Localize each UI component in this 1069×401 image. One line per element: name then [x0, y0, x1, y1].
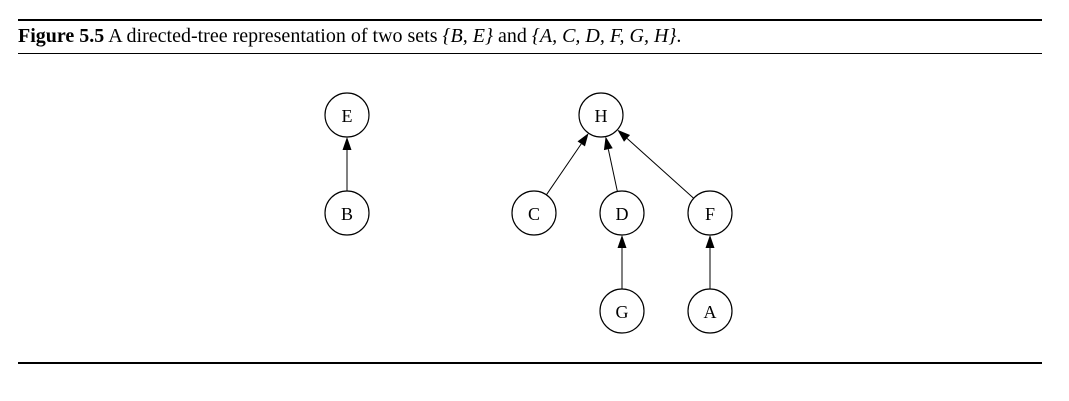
- node-label: H: [595, 106, 608, 126]
- arrowhead: [705, 235, 715, 248]
- node-a: A: [687, 288, 733, 334]
- caption-set-1: {B, E}: [442, 25, 493, 47]
- nodes-layer: E B H C D F G A: [324, 92, 733, 334]
- caption-set-2: {A, C, D, F, G, H}: [531, 25, 677, 47]
- node-d: D: [599, 190, 645, 236]
- node-label: E: [342, 106, 353, 126]
- node-circle: [324, 190, 370, 236]
- node-label: A: [704, 302, 717, 322]
- node-circle: [687, 190, 733, 236]
- figure-label: Figure 5.5: [18, 25, 105, 47]
- edge-line: [546, 143, 582, 196]
- caption-conjunction: and: [497, 25, 527, 47]
- node-circle: [599, 190, 645, 236]
- edge-b-to-e: [342, 137, 352, 191]
- node-label: B: [341, 204, 353, 224]
- node-circle: [578, 92, 624, 138]
- node-label: C: [528, 204, 540, 224]
- node-b: B: [324, 190, 370, 236]
- arrowhead: [577, 133, 589, 147]
- node-h: H: [578, 92, 624, 138]
- edge-line: [626, 138, 694, 199]
- edge-c-to-h: [546, 133, 589, 196]
- arrowhead: [617, 235, 627, 248]
- node-c: C: [511, 190, 557, 236]
- caption-end: .: [676, 25, 682, 47]
- edge-a-to-f: [705, 235, 715, 289]
- top-rule: [18, 19, 1042, 21]
- node-circle: [687, 288, 733, 334]
- node-e: E: [324, 92, 370, 138]
- arrowhead: [342, 137, 352, 150]
- edge-f-to-h: [617, 129, 694, 199]
- edges-layer: [342, 129, 715, 289]
- node-label: D: [616, 204, 629, 224]
- arrowhead: [617, 129, 631, 142]
- edge-g-to-d: [617, 235, 627, 289]
- node-circle: [511, 190, 557, 236]
- node-label: F: [705, 204, 715, 224]
- edge-d-to-h: [603, 136, 618, 192]
- node-label: G: [616, 302, 629, 322]
- node-f: F: [687, 190, 733, 236]
- bottom-rule: [18, 362, 1042, 364]
- node-circle: [324, 92, 370, 138]
- edge-line: [607, 149, 618, 192]
- node-g: G: [599, 288, 645, 334]
- caption-text: A directed-tree representation of two se…: [108, 25, 438, 47]
- figure-caption: Figure 5.5 A directed-tree representatio…: [18, 23, 1042, 49]
- node-circle: [599, 288, 645, 334]
- arrowhead: [603, 136, 613, 151]
- caption-rule: [18, 53, 1042, 54]
